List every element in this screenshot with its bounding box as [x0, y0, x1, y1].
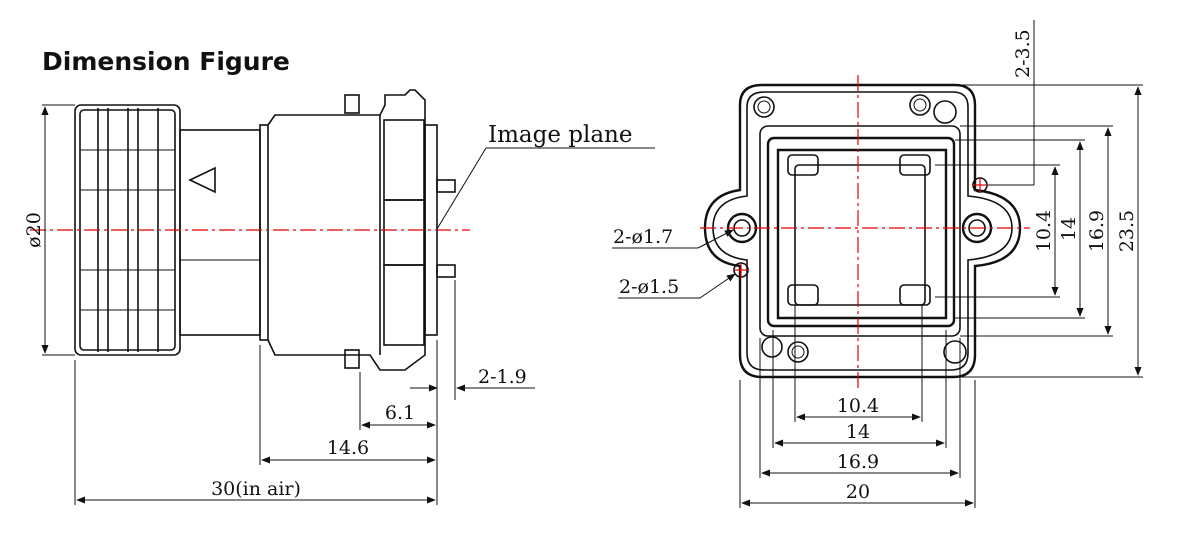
hole-callouts: 2-3.5 2-ø1.7 2-ø1.5: [612, 20, 1035, 299]
mount-hole: [909, 94, 931, 116]
mount-hole: [933, 100, 957, 124]
horiz-20: 20: [846, 481, 870, 503]
side-length-dimensions: 2-1.9 6.1 14.6 30(in air): [74, 280, 535, 505]
image-plane-label: Image plane: [488, 122, 632, 148]
image-plane-callout: Image plane: [436, 122, 655, 230]
lens-barrel: [74, 104, 181, 356]
diameter-dimension: ø20: [23, 104, 75, 356]
hole-2-phi-1-7: 2-ø1.7: [613, 226, 673, 248]
dim-14-6: 14.6: [327, 437, 369, 459]
figure-title: Dimension Figure: [42, 47, 290, 76]
mount-hole: [761, 336, 783, 358]
hole-2-3-5: 2-3.5: [1012, 29, 1034, 78]
sensor-board-outline: [703, 83, 1022, 379]
dim-30-in-air: 30(in air): [211, 478, 301, 500]
dim-2-1-9: 2-1.9: [478, 366, 527, 388]
holder-frame: [759, 125, 961, 337]
vert-23-5: 23.5: [1116, 210, 1138, 252]
vertical-dimensions: 10.4 14 16.9 23.5: [935, 84, 1143, 378]
vert-16-9: 16.9: [1086, 210, 1108, 252]
sensor-window: [794, 164, 926, 306]
mount-hole: [943, 340, 967, 364]
mount-hole: [787, 341, 809, 363]
vert-10-4: 10.4: [1033, 210, 1055, 252]
horiz-10-4: 10.4: [837, 395, 879, 417]
dim-6-1: 6.1: [385, 402, 415, 424]
horiz-16-9: 16.9: [837, 451, 879, 473]
side-view: Image plane ø20 2-1.9 6.1 14.6 30(in air…: [23, 89, 655, 505]
vert-14: 14: [1058, 217, 1080, 241]
mount-hole: [753, 96, 775, 118]
horizontal-dimensions: 10.4 14 16.9 20: [739, 305, 976, 508]
lens-body: [179, 124, 269, 341]
horiz-14: 14: [846, 421, 870, 443]
front-view: 2-3.5 2-ø1.7 2-ø1.5 10.4 14 16.9: [612, 20, 1143, 508]
diameter-label: ø20: [23, 212, 45, 248]
hole-2-phi-1-5: 2-ø1.5: [619, 276, 679, 298]
